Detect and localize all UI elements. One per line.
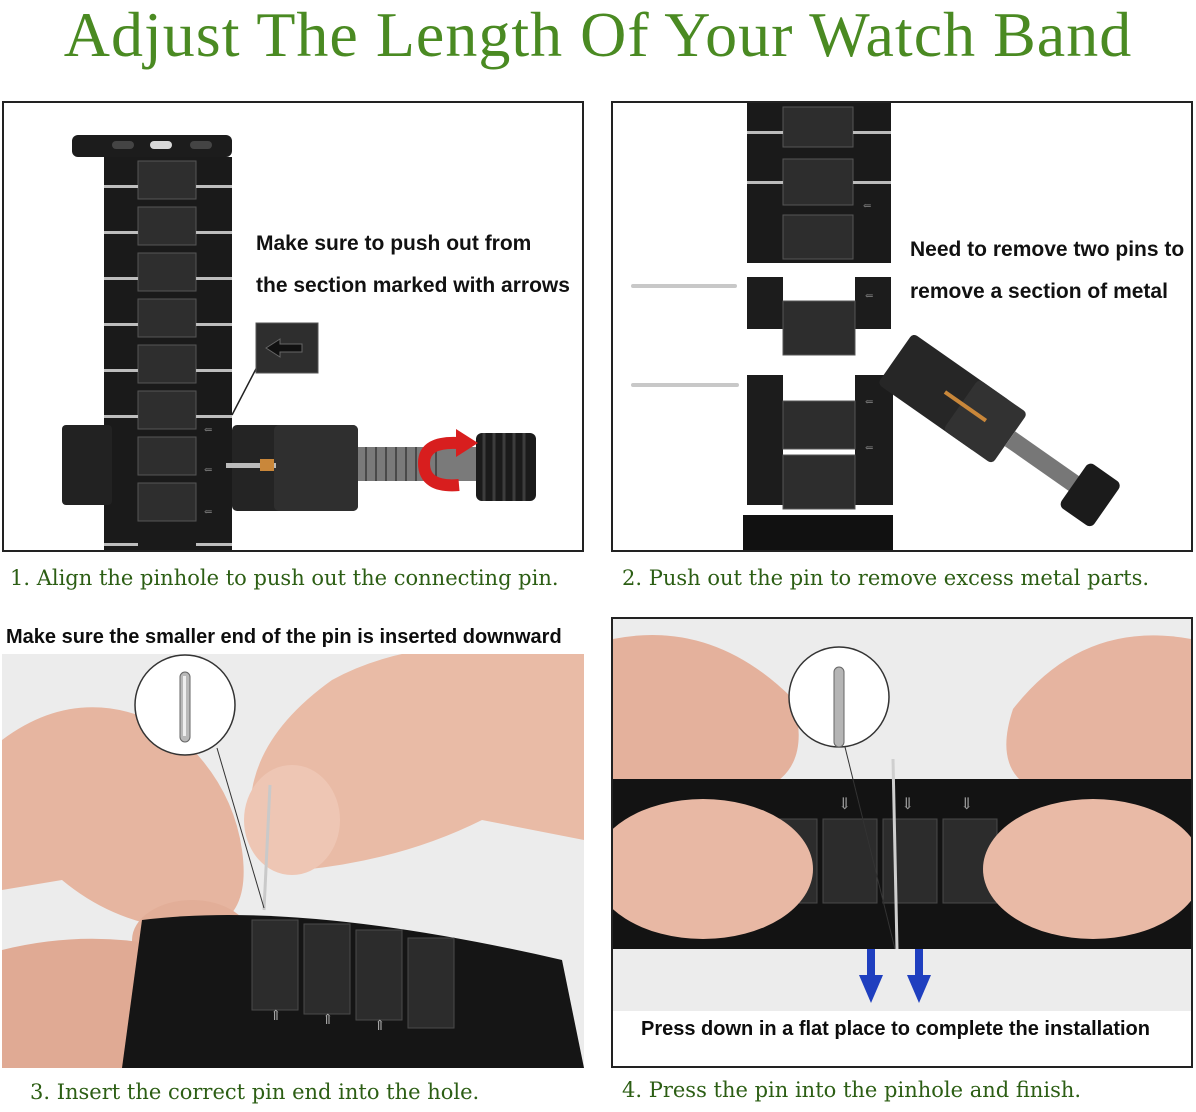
step-1-caption: 1. Align the pinhole to push out the con…	[10, 566, 559, 590]
svg-text:⇐: ⇐	[865, 397, 873, 408]
step-1-panel: ⇐ ⇐ ⇐	[2, 101, 584, 552]
hands	[613, 635, 1191, 789]
svg-text:⇓: ⇓	[960, 794, 973, 813]
step-2-note-line-1: Need to remove two pins to	[910, 238, 1185, 261]
step-2-note: Need to remove two pins to remove a sect…	[910, 229, 1184, 313]
band-segment-top: ⇐	[747, 103, 891, 263]
step-1-illustration: ⇐ ⇐ ⇐	[62, 135, 536, 550]
step-3-panel: ⇑ ⇑ ⇑ Make sure the smaller end of the pin…	[2, 620, 584, 1068]
svg-text:⇑: ⇑	[270, 1008, 282, 1024]
band-segment-bottom: ⇐ ⇐	[743, 375, 893, 550]
step-1-note: Make sure to push out from the section m…	[256, 223, 570, 307]
step-1-note-line-2: the section marked with arrows	[256, 274, 570, 297]
step-2-illustration: ⇐ ⇐ ⇐ ⇐	[631, 103, 1120, 550]
connecting-pins	[631, 284, 739, 387]
step-3-note: Make sure the smaller end of the pin is …	[6, 626, 562, 648]
step-2-note-line-2: remove a section of metal	[910, 280, 1168, 303]
svg-text:⇐: ⇐	[204, 507, 212, 518]
step-3-caption: 3. Insert the correct pin end into the h…	[30, 1080, 480, 1104]
pin-removal-tool	[62, 425, 536, 511]
step-2-caption: 2. Push out the pin to remove excess met…	[622, 566, 1150, 590]
step-4-caption: 4. Press the pin into the pinhole and fi…	[622, 1078, 1082, 1102]
watch-band: ⇑ ⇑ ⇑	[122, 915, 584, 1068]
step-2-panel: ⇐ ⇐ ⇐ ⇐	[611, 101, 1193, 552]
svg-text:⇐: ⇐	[204, 425, 212, 436]
pin-removal-tool	[879, 334, 1120, 527]
watch-band: ⇐ ⇐ ⇐	[72, 135, 232, 550]
svg-text:⇓: ⇓	[838, 794, 851, 813]
svg-text:⇓: ⇓	[901, 794, 914, 813]
pin-zoom-icon	[134, 654, 236, 756]
step-4-photo: ⇓ ⇓ ⇓	[613, 619, 1191, 1066]
step-4-panel: ⇓ ⇓ ⇓ Press down in a flat place to comple…	[611, 617, 1193, 1068]
left-arrow-icon	[255, 322, 319, 374]
svg-text:⇑: ⇑	[374, 1018, 386, 1034]
svg-text:⇐: ⇐	[204, 465, 212, 476]
down-arrow-icon	[859, 949, 931, 1003]
svg-text:⇐: ⇐	[863, 201, 871, 212]
page-title: Adjust The Length Of Your Watch Band	[63, 0, 1133, 70]
red-curved-arrow-icon	[417, 436, 460, 492]
step-1-note-line-1: Make sure to push out from	[256, 232, 532, 255]
svg-text:⇑: ⇑	[322, 1012, 334, 1028]
step-4-note: Press down in a flat place to complete t…	[641, 1018, 1150, 1040]
svg-text:⇐: ⇐	[865, 291, 873, 302]
pin-zoom-icon	[788, 646, 890, 748]
svg-text:⇐: ⇐	[865, 443, 873, 454]
hands	[2, 644, 584, 1068]
removed-link: ⇐	[747, 277, 891, 356]
step-3-photo: ⇑ ⇑ ⇑	[2, 620, 584, 1068]
